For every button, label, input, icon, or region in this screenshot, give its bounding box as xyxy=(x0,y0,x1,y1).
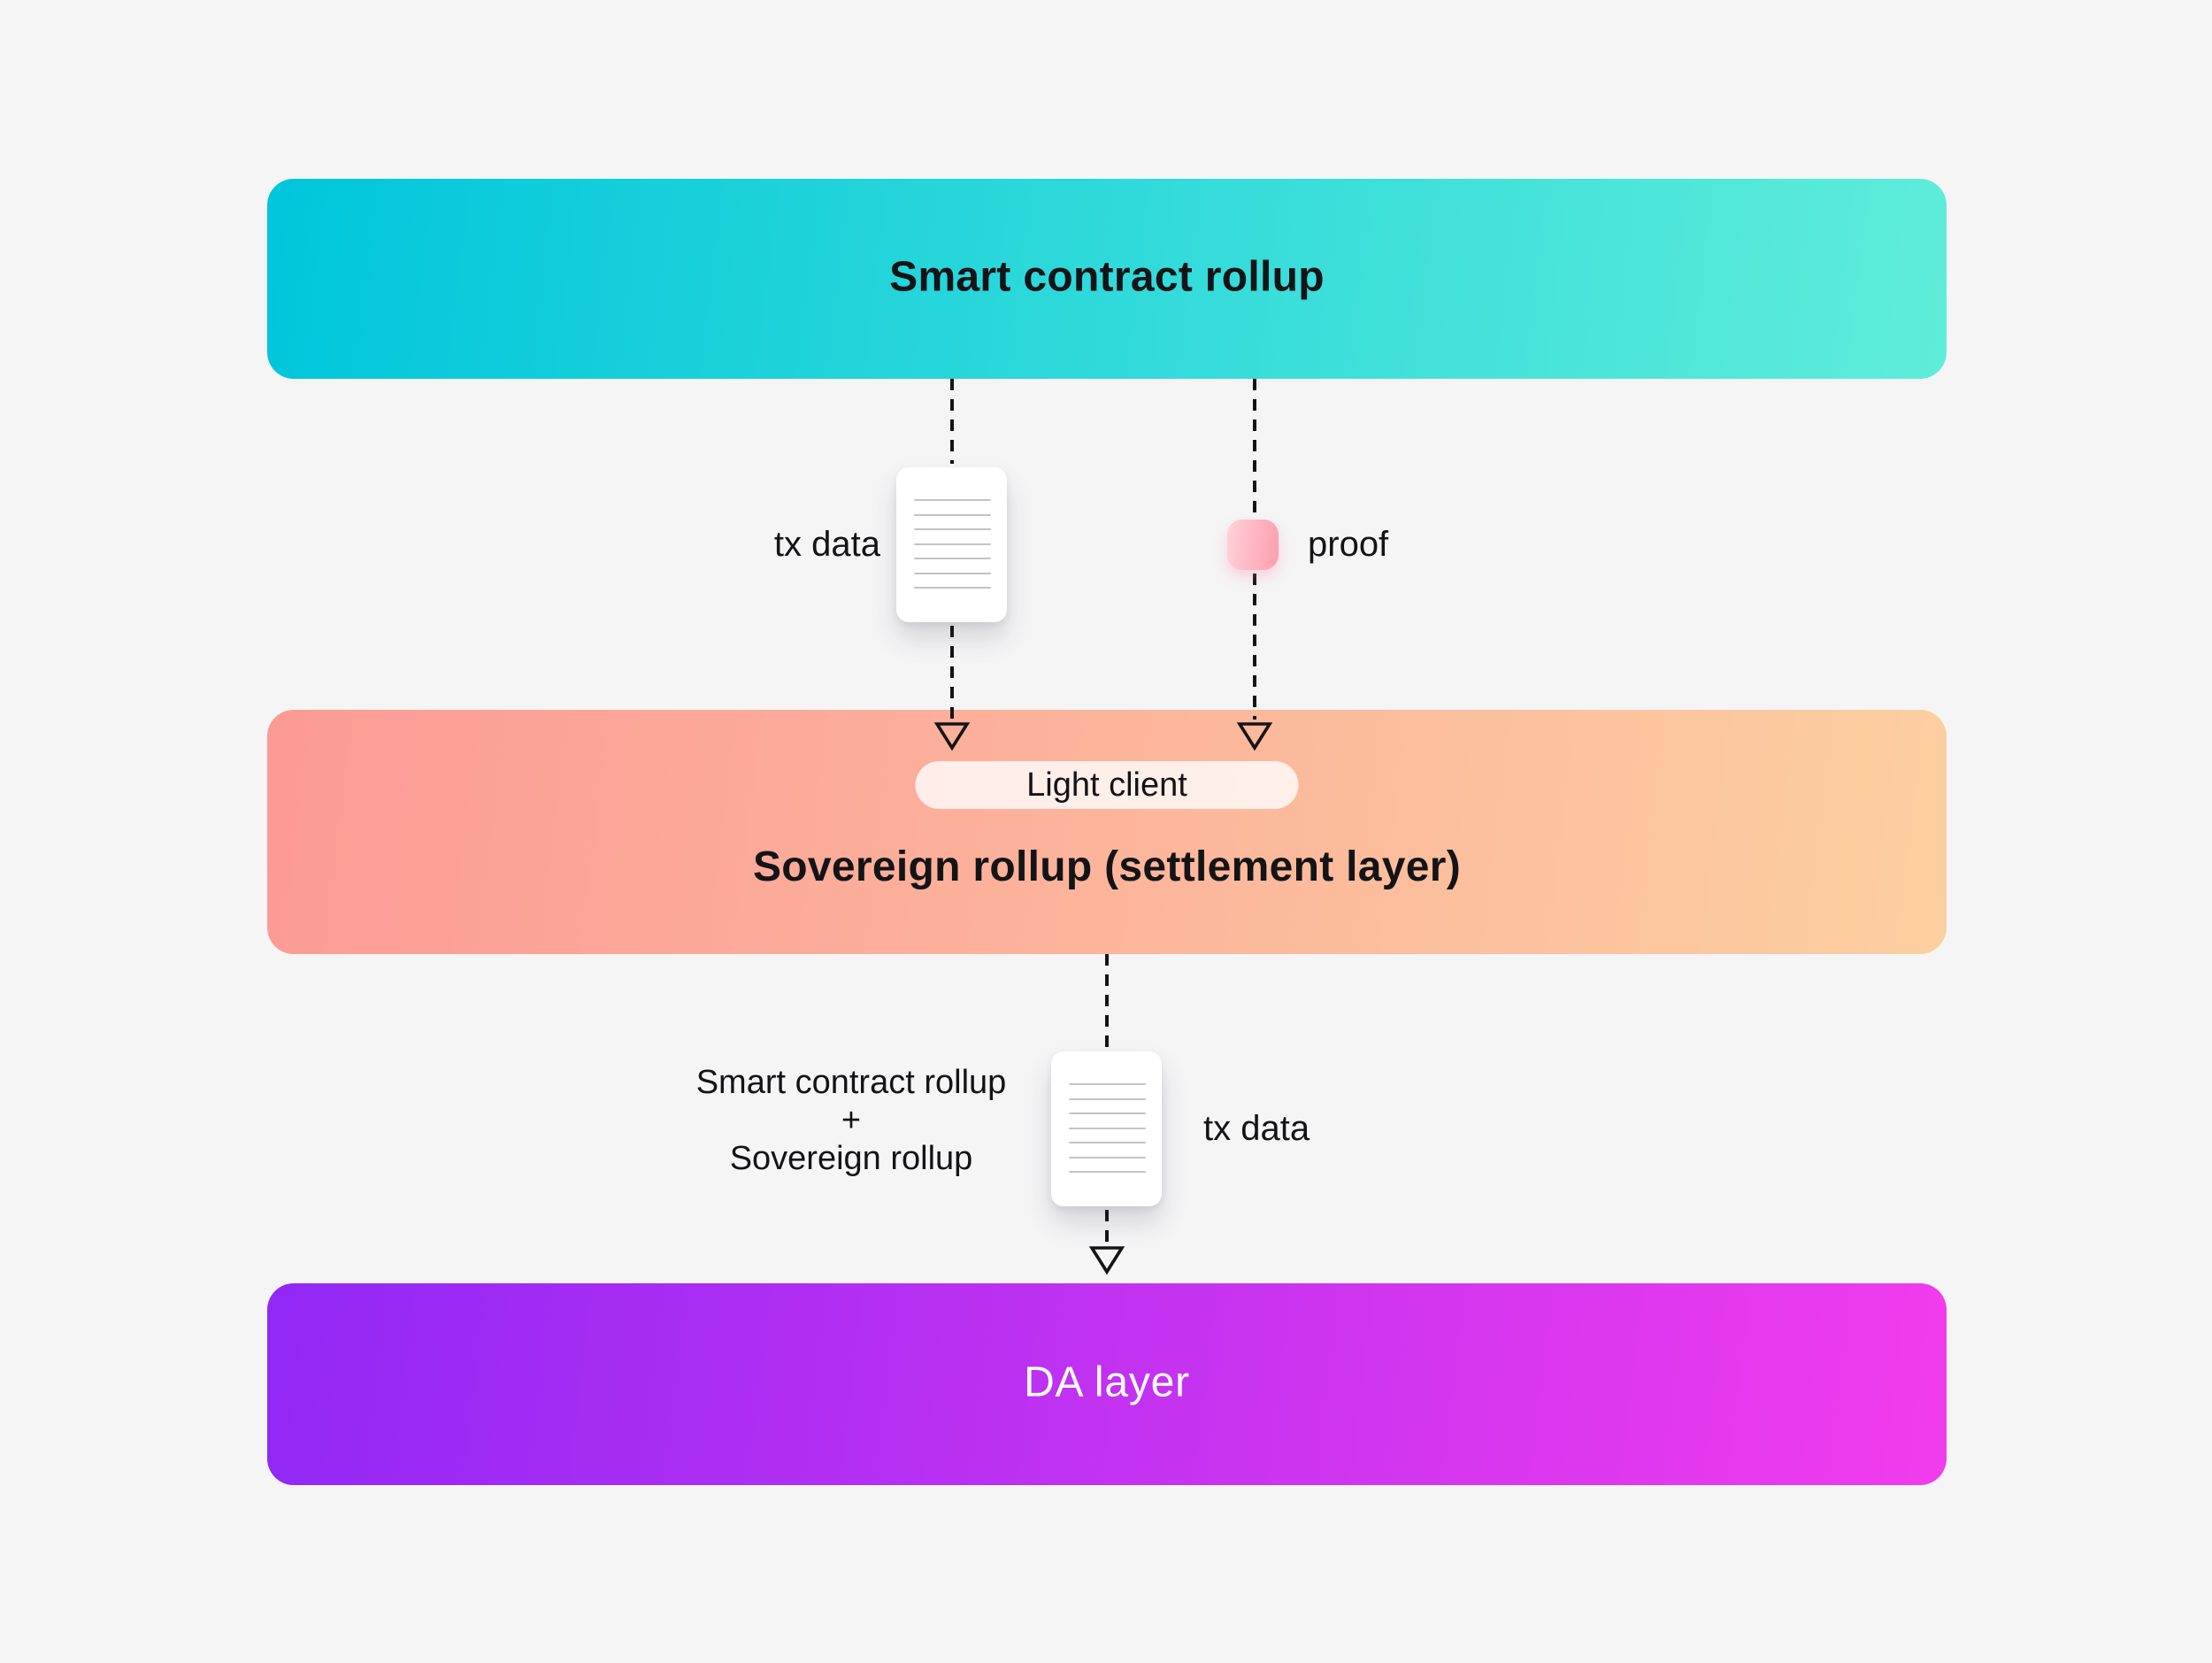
sovereign-rollup-bar: Light client Sovereign rollup (settlemen… xyxy=(267,710,1947,954)
document-icon xyxy=(896,467,1007,622)
txdata-bottom-source-label: Smart contract rollup + Sovereign rollup xyxy=(497,1064,1205,1178)
arrowhead-down-icon xyxy=(1088,1246,1125,1275)
proof-icon xyxy=(1227,520,1279,570)
proof-dashed-line-lower xyxy=(1253,574,1256,720)
light-client-pill: Light client xyxy=(915,761,1299,809)
arrowhead-down-icon xyxy=(933,722,971,751)
txdata-top-label: tx data xyxy=(773,525,880,564)
txdata-bottom-label: tx data xyxy=(1203,1109,1310,1148)
smart-contract-rollup-bar: Smart contract rollup xyxy=(267,179,1947,379)
txdata-bottom-dashed-line-lower xyxy=(1105,1210,1109,1245)
proof-dashed-line-upper xyxy=(1253,379,1256,516)
document-icon xyxy=(1051,1051,1162,1206)
sovereign-rollup-title: Sovereign rollup (settlement layer) xyxy=(752,843,1462,890)
da-layer-title: DA layer xyxy=(1024,1359,1190,1406)
arrowhead-down-icon xyxy=(1236,722,1273,751)
proof-label: proof xyxy=(1308,525,1389,564)
txdata-bottom-dashed-line-upper xyxy=(1105,954,1109,1048)
txdata-top-dashed-line-lower xyxy=(950,626,954,720)
source-line-2: + xyxy=(841,1102,862,1139)
smart-contract-rollup-title: Smart contract rollup xyxy=(889,253,1325,301)
da-layer-bar: DA layer xyxy=(267,1283,1947,1485)
txdata-top-dashed-line-upper xyxy=(950,379,954,464)
light-client-label: Light client xyxy=(1026,766,1187,804)
source-line-3: Sovereign rollup xyxy=(729,1140,973,1177)
source-line-1: Smart contract rollup xyxy=(695,1064,1007,1101)
